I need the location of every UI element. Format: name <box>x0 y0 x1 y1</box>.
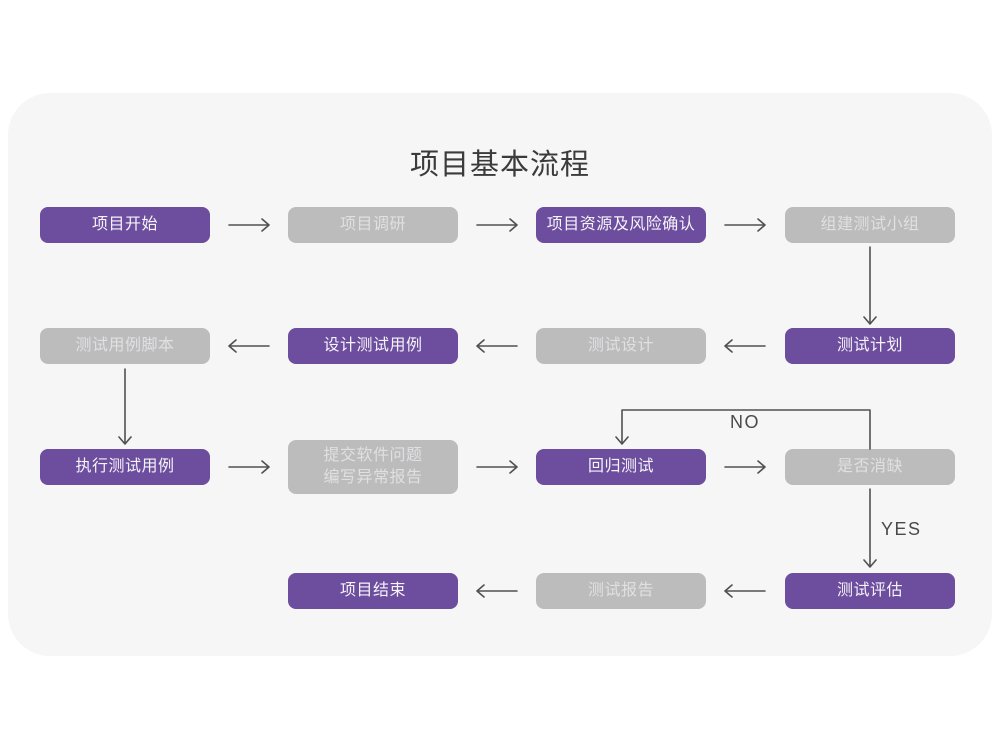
edge-label-yes: YES <box>881 519 922 539</box>
node-case-script: 测试用例脚本 <box>40 328 210 364</box>
node-label-line1: 提交软件问题 <box>323 447 423 465</box>
node-label: 组建测试小组 <box>820 216 920 234</box>
node-label: 项目结束 <box>339 582 406 600</box>
node-label: 测试报告 <box>587 582 654 600</box>
node-resource-risk: 项目资源及风险确认 <box>536 207 706 243</box>
node-label-line2: 编写异常报告 <box>323 469 423 486</box>
node-execute-case: 执行测试用例 <box>40 449 210 485</box>
node-test-plan: 测试计划 <box>785 328 955 364</box>
node-label: 项目开始 <box>91 216 158 234</box>
node-test-evaluate: 测试评估 <box>785 573 955 609</box>
node-build-team: 组建测试小组 <box>785 207 955 243</box>
node-label: 测试用例脚本 <box>75 337 175 355</box>
node-project-start: 项目开始 <box>40 207 210 243</box>
page-title: 项目基本流程 <box>409 149 590 181</box>
node-project-research: 项目调研 <box>288 207 458 243</box>
node-defect-cleared: 是否消缺 <box>785 449 955 485</box>
node-test-report: 测试报告 <box>536 573 706 609</box>
node-label: 项目调研 <box>339 216 406 234</box>
node-label: 设计测试用例 <box>323 337 423 355</box>
node-label: 是否消缺 <box>836 458 903 476</box>
node-design-case: 设计测试用例 <box>288 328 458 364</box>
node-regression: 回归测试 <box>536 449 706 485</box>
flowchart-panel <box>8 93 992 656</box>
node-submit-issue: 提交软件问题 编写异常报告 <box>288 440 458 494</box>
edge-label-no: NO <box>730 412 760 432</box>
node-label: 测试计划 <box>836 337 903 355</box>
node-label: 项目资源及风险确认 <box>546 216 696 234</box>
node-label: 测试设计 <box>587 337 654 355</box>
node-label: 测试评估 <box>836 582 903 600</box>
node-project-end: 项目结束 <box>288 573 458 609</box>
node-label: 回归测试 <box>587 458 654 476</box>
node-test-design: 测试设计 <box>536 328 706 364</box>
node-label: 执行测试用例 <box>75 458 175 476</box>
